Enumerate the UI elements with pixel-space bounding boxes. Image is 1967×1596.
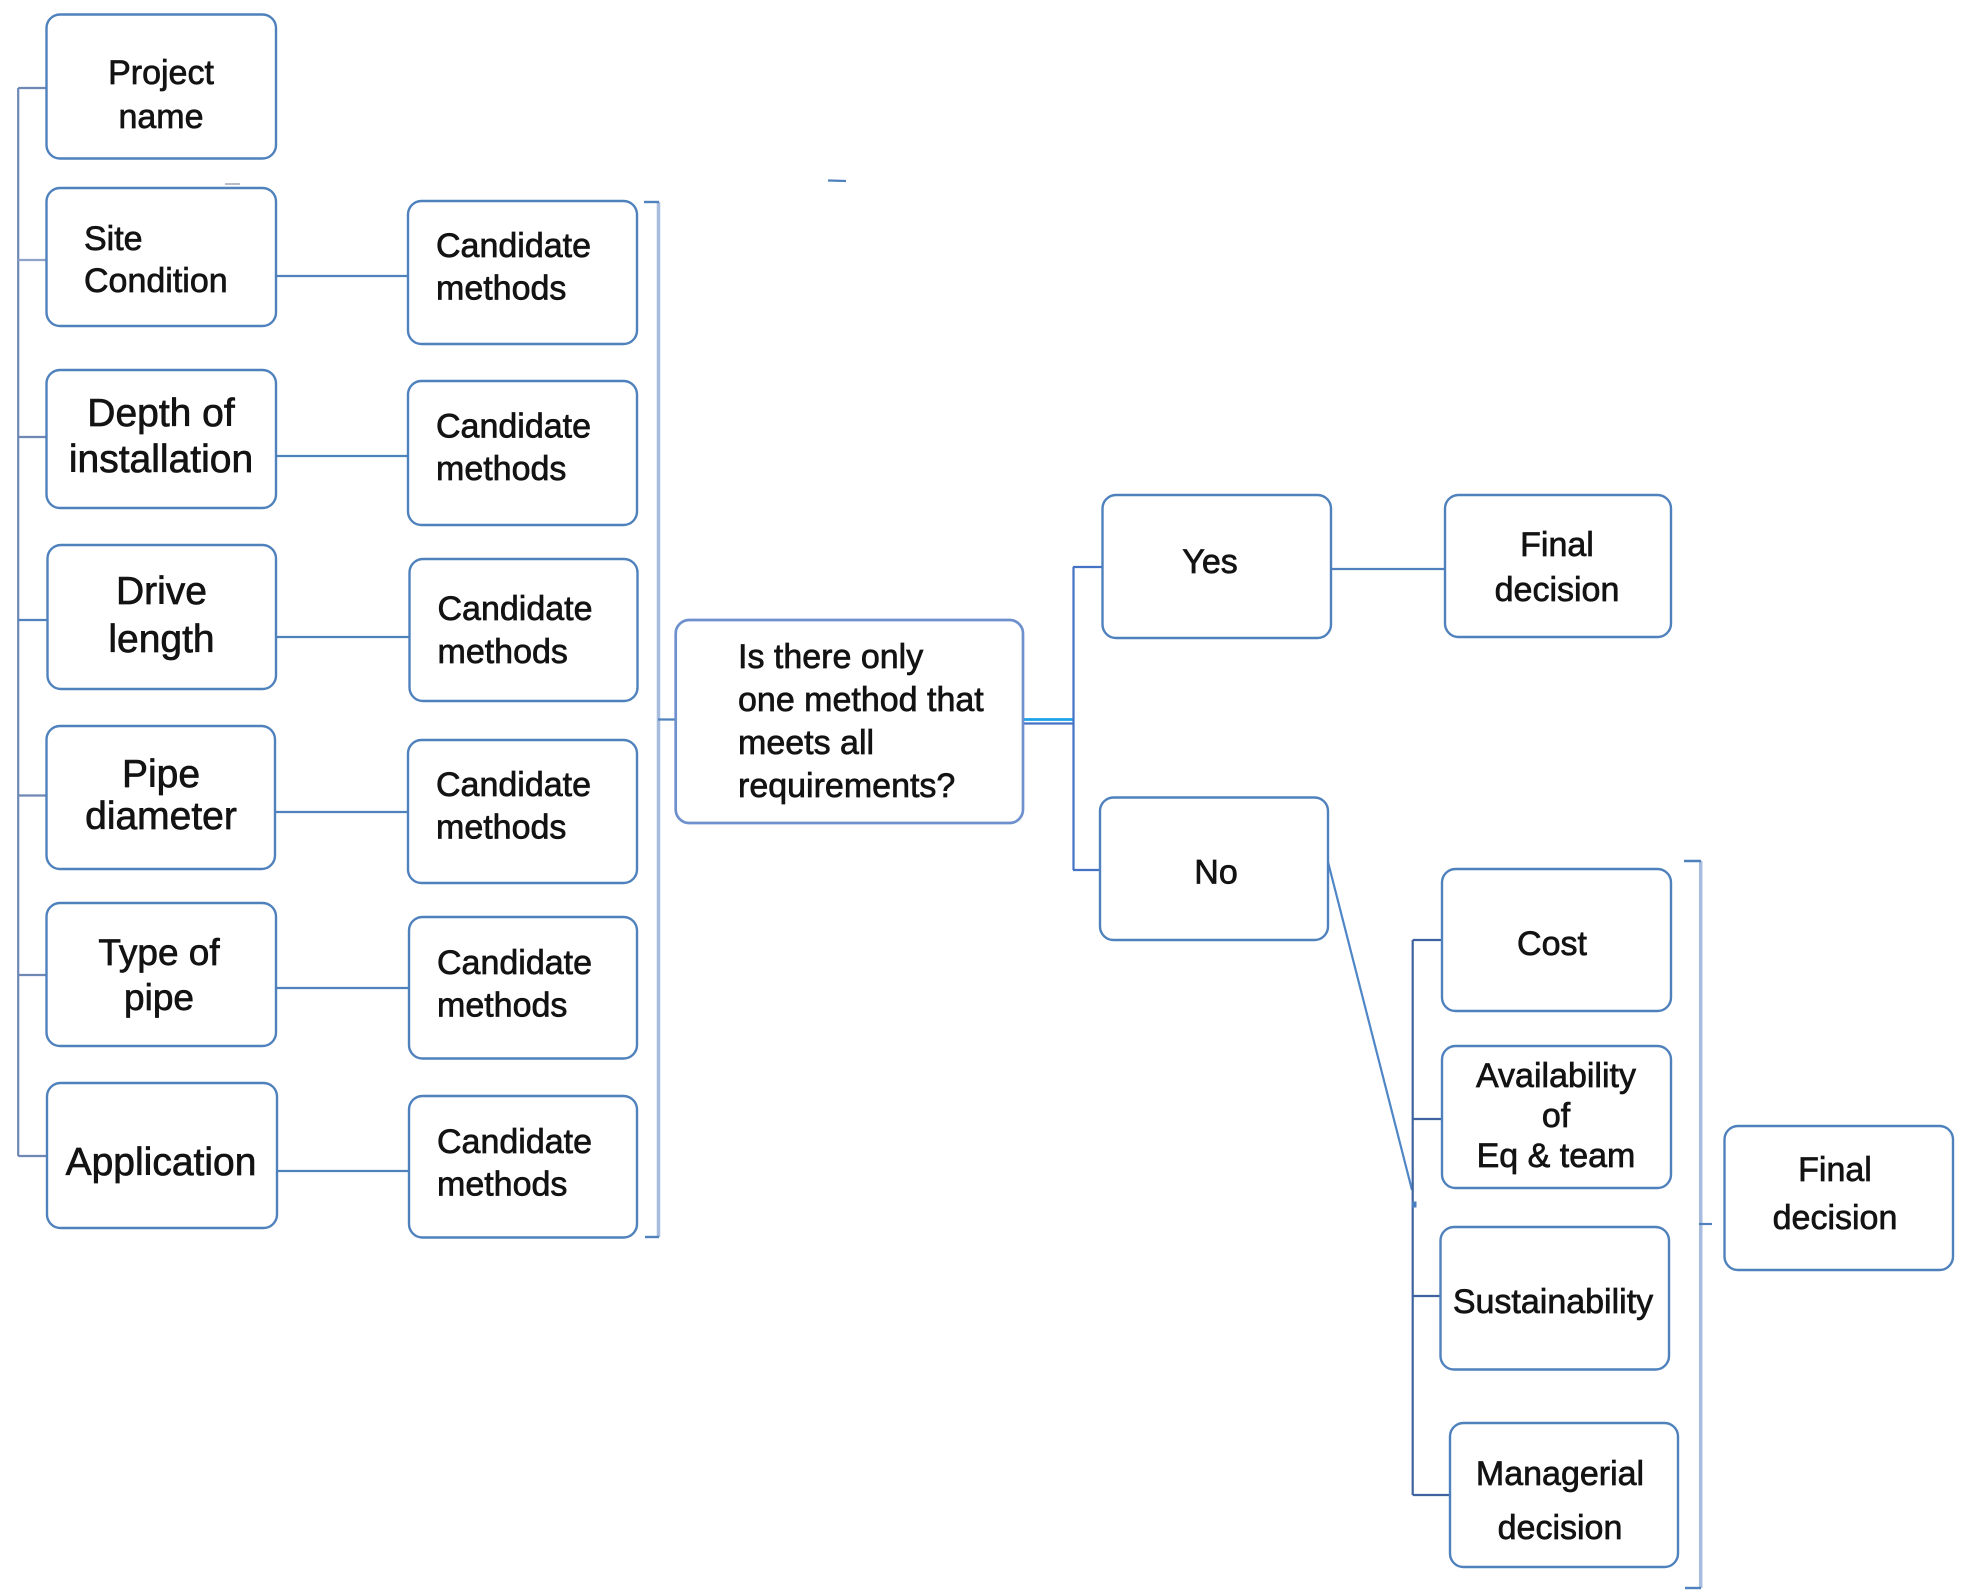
svg-text:decision: decision bbox=[1498, 1509, 1623, 1547]
svg-text:Candidate: Candidate bbox=[438, 590, 593, 628]
svg-text:methods: methods bbox=[436, 809, 566, 847]
svg-text:diameter: diameter bbox=[85, 795, 237, 838]
svg-text:Eq & team: Eq & team bbox=[1477, 1137, 1636, 1175]
svg-text:Pipe: Pipe bbox=[122, 753, 200, 796]
svg-text:pipe: pipe bbox=[124, 977, 194, 1018]
svg-text:Type of: Type of bbox=[98, 932, 220, 973]
svg-text:installation: installation bbox=[69, 438, 253, 481]
svg-text:methods: methods bbox=[437, 1166, 567, 1204]
svg-text:Final: Final bbox=[1798, 1151, 1872, 1189]
svg-text:Condition: Condition bbox=[84, 262, 228, 300]
svg-text:Managerial: Managerial bbox=[1476, 1455, 1644, 1493]
svg-text:Site: Site bbox=[84, 220, 143, 258]
svg-text:Final: Final bbox=[1520, 526, 1594, 564]
svg-text:decision: decision bbox=[1773, 1199, 1898, 1237]
svg-text:of: of bbox=[1542, 1097, 1571, 1135]
svg-text:Candidate: Candidate bbox=[437, 944, 592, 982]
svg-text:Candidate: Candidate bbox=[436, 766, 591, 804]
svg-text:Candidate: Candidate bbox=[436, 408, 591, 446]
svg-text:methods: methods bbox=[436, 270, 566, 308]
svg-text:one method that: one method that bbox=[738, 681, 984, 719]
svg-text:meets all: meets all bbox=[738, 724, 874, 762]
svg-text:decision: decision bbox=[1495, 571, 1620, 609]
svg-text:Is there only: Is there only bbox=[738, 638, 923, 676]
svg-text:Depth of: Depth of bbox=[87, 392, 235, 435]
svg-text:Cost: Cost bbox=[1517, 925, 1587, 963]
svg-text:methods: methods bbox=[437, 987, 567, 1025]
svg-text:name: name bbox=[118, 98, 203, 136]
svg-text:methods: methods bbox=[436, 450, 566, 488]
svg-text:Availability: Availability bbox=[1476, 1057, 1636, 1095]
svg-text:Application: Application bbox=[66, 1141, 257, 1184]
svg-text:Candidate: Candidate bbox=[437, 1123, 592, 1161]
svg-text:Yes: Yes bbox=[1182, 543, 1237, 581]
svg-text:requirements?: requirements? bbox=[738, 767, 955, 805]
svg-text:No: No bbox=[1194, 854, 1237, 892]
svg-text:Project: Project bbox=[108, 54, 214, 92]
svg-text:Drive: Drive bbox=[116, 570, 207, 613]
svg-text:methods: methods bbox=[438, 633, 568, 671]
svg-text:Candidate: Candidate bbox=[436, 227, 591, 265]
svg-text:Sustainability: Sustainability bbox=[1453, 1283, 1653, 1321]
svg-text:length: length bbox=[108, 618, 214, 661]
